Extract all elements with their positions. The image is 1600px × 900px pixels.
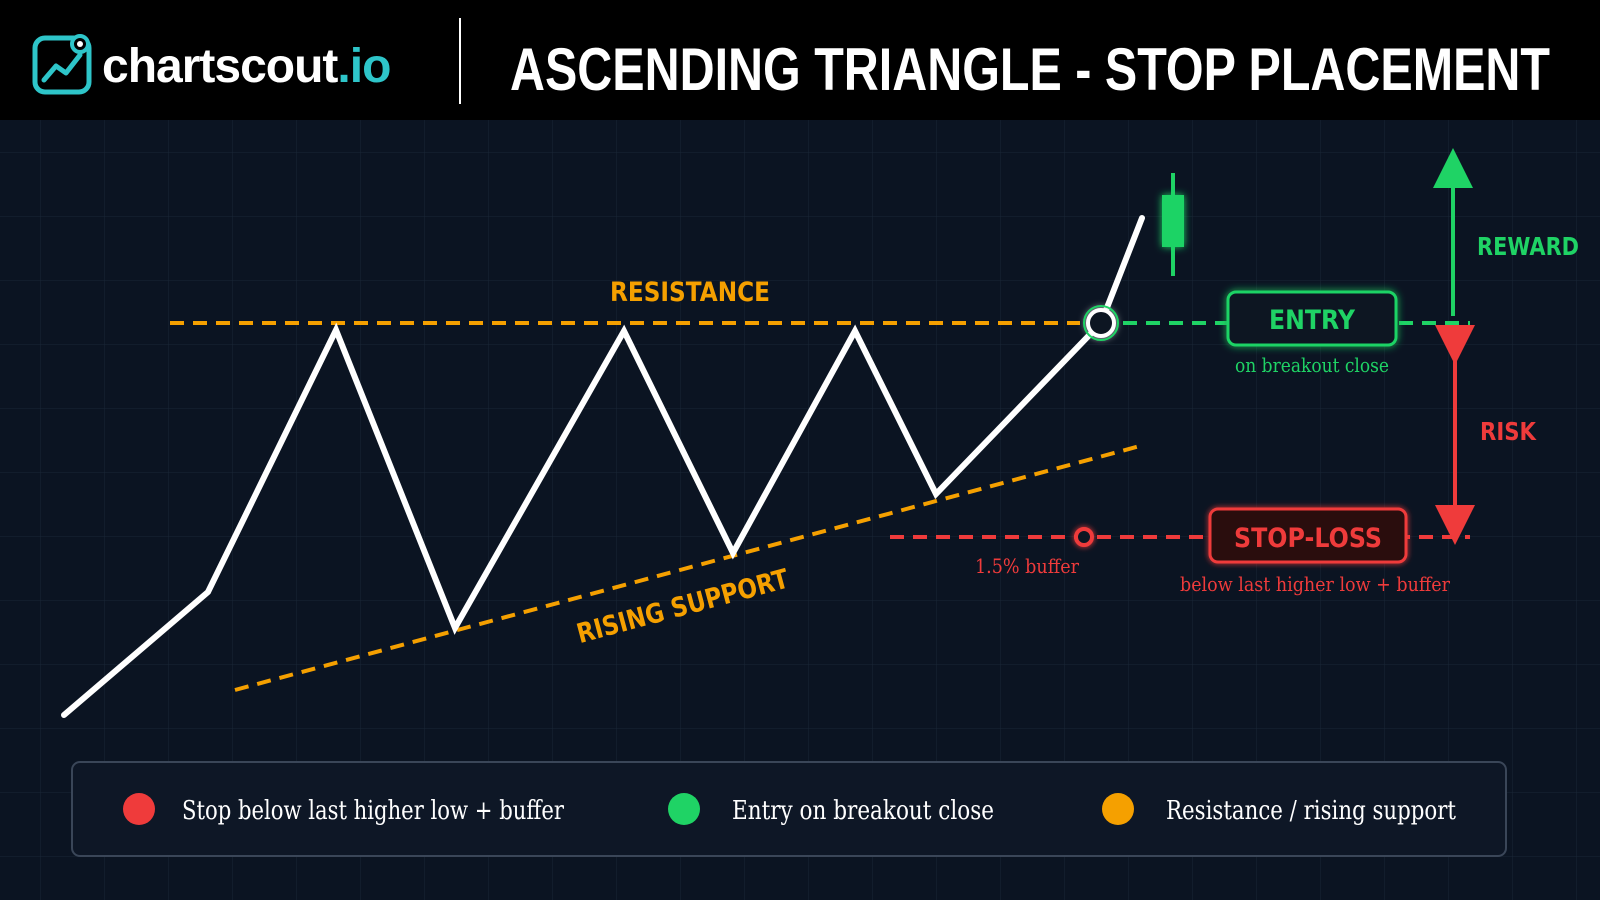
breakout-candle	[1162, 173, 1184, 276]
legend-text: Stop below last higher low + buffer	[182, 796, 564, 826]
stop-loss-box	[1208, 507, 1408, 564]
legend-text: Entry on breakout close	[732, 796, 994, 826]
brand-suffix: .io	[337, 40, 390, 93]
legend-dot-green	[668, 793, 700, 825]
entry-sublabel: on breakout close	[1235, 353, 1389, 377]
chart-logo-icon	[32, 34, 92, 95]
legend-item: Resistance / rising support	[1102, 793, 1456, 826]
stop-point	[1074, 527, 1094, 547]
entry-point	[1086, 308, 1116, 338]
resistance-label: RESISTANCE	[610, 277, 770, 308]
entry-point-ring	[1083, 305, 1119, 341]
legend-text: Resistance / rising support	[1166, 796, 1456, 826]
legend-box	[71, 761, 1507, 857]
legend-dot-orange	[1102, 793, 1134, 825]
stop-loss-sublabel: below last higher low + buffer	[1180, 572, 1450, 596]
page-title: ASCENDING TRIANGLE - STOP PLACEMENT	[510, 36, 1550, 103]
legend-item: Stop below last higher low + buffer	[123, 793, 564, 826]
legend-dot-red	[123, 793, 155, 825]
brand-main: chartscout	[102, 40, 338, 93]
stop-loss-label: STOP-LOSS	[1234, 523, 1382, 554]
entry-box	[1226, 290, 1398, 347]
legend-item: Entry on breakout close	[668, 793, 994, 826]
rising-support-line	[234, 444, 1141, 692]
price-path	[61, 215, 1145, 718]
buffer-label: 1.5% buffer	[975, 554, 1079, 578]
reward-label: REWARD	[1477, 232, 1579, 261]
header-bar	[0, 0, 1600, 120]
risk-label: RISK	[1480, 417, 1537, 446]
brand-name: chartscout.io	[102, 40, 390, 93]
entry-label: ENTRY	[1269, 305, 1355, 336]
